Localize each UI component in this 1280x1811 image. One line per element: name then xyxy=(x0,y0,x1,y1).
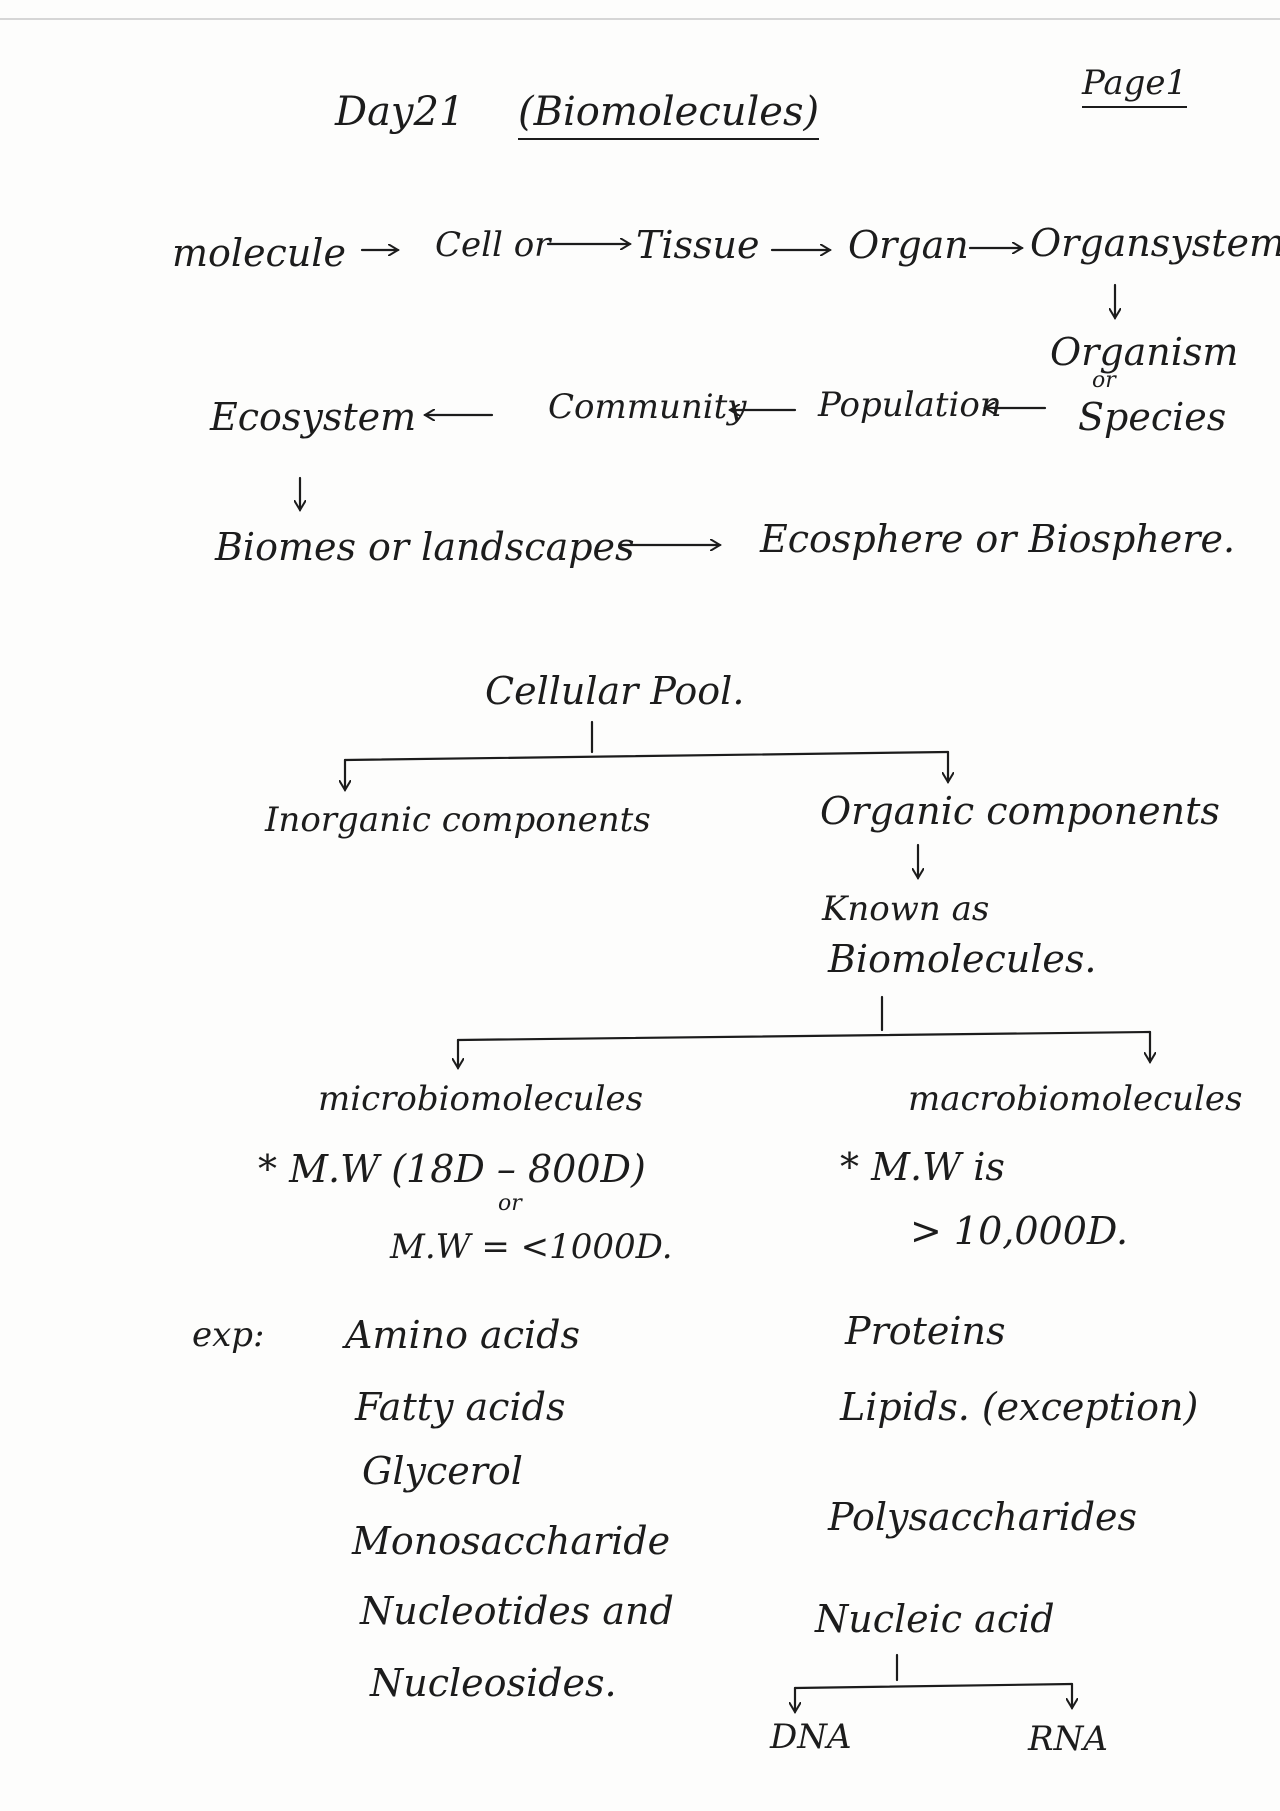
macro-mw-limit: > 10,000D. xyxy=(910,1209,1129,1253)
level-population: Population xyxy=(818,385,1002,425)
level-biomes: Biomes or landscapes xyxy=(215,525,635,569)
examples-label: exp: xyxy=(192,1315,265,1355)
page-label: Page1 xyxy=(1082,66,1188,108)
pool-bar xyxy=(343,750,950,762)
level-tissue: Tissue xyxy=(636,223,760,267)
micro-example: Nucleotides and xyxy=(360,1589,674,1633)
inorganic-components: Inorganic components xyxy=(265,800,651,840)
level-ecosystem: Ecosystem xyxy=(210,395,417,439)
level-molecule: molecule xyxy=(172,231,346,275)
macro-title: macrobiomolecules xyxy=(908,1079,1243,1119)
micro-or: or xyxy=(498,1191,522,1216)
level-community: Community xyxy=(548,387,747,427)
page-top-rule xyxy=(0,18,1280,20)
level-organsystem: Organsystem xyxy=(1030,221,1280,265)
macro-example: Lipids. (exception) xyxy=(840,1385,1199,1429)
macro-example: Proteins xyxy=(845,1309,1006,1353)
macro-example: Polysaccharides xyxy=(828,1495,1138,1539)
known-as: Known as xyxy=(822,889,990,929)
or-connector: or xyxy=(1092,368,1116,393)
topic-title: (Biomolecules) xyxy=(518,92,820,140)
level-organism: Organism xyxy=(1050,330,1239,374)
organic-components: Organic components xyxy=(820,789,1220,833)
nucleic-branch-rna: RNA xyxy=(1028,1719,1108,1759)
micro-example: Nucleosides. xyxy=(370,1661,617,1705)
micro-example: Amino acids xyxy=(345,1313,580,1357)
level-cell: Cell or xyxy=(435,225,551,265)
bio-bar xyxy=(456,1030,1152,1042)
micro-mw: * M.W (18D – 800D) xyxy=(258,1147,646,1191)
macro-example: Nucleic acid xyxy=(815,1597,1055,1641)
macro-mw: * M.W is xyxy=(840,1145,1005,1189)
level-species: Species xyxy=(1078,395,1227,439)
micro-mw-limit: M.W = <1000D. xyxy=(390,1227,673,1267)
level-ecosphere: Ecosphere or Biosphere. xyxy=(760,517,1236,561)
nucleic-bar xyxy=(793,1682,1074,1690)
day-title: Day21 xyxy=(335,89,465,135)
micro-example: Glycerol xyxy=(362,1449,523,1493)
cellular-pool-title: Cellular Pool. xyxy=(485,669,745,713)
nucleic-branch-dna: DNA xyxy=(770,1717,852,1757)
micro-example: Fatty acids xyxy=(355,1385,566,1429)
micro-title: microbiomolecules xyxy=(318,1079,644,1119)
biomolecules-label: Biomolecules. xyxy=(828,937,1097,981)
level-organ: Organ xyxy=(848,223,969,267)
micro-example: Monosaccharide xyxy=(352,1519,671,1563)
